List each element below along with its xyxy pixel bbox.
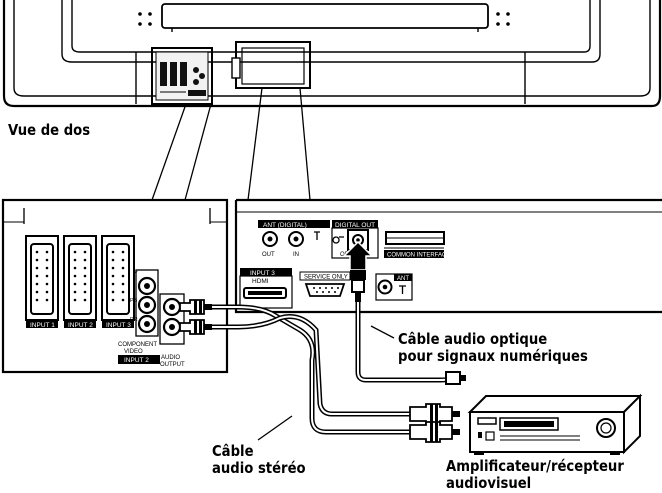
- stereo-cable-leader: [257, 415, 293, 441]
- common-interface-slot: [384, 231, 445, 249]
- optical-cable-caption-line2: pour signaux numériques: [398, 347, 588, 365]
- audio-output-label-line2: OUTPUT: [160, 362, 185, 368]
- optical-plug-arrow: [342, 240, 374, 302]
- component-video-label-line2: VIDEO: [124, 349, 143, 355]
- component-video-label-line1: COMPONENT: [118, 342, 157, 348]
- component-input-label: INPUT 2: [124, 357, 149, 364]
- component-pr-label: PR: [130, 317, 138, 323]
- service-only-label: SERVICE ONLY: [304, 275, 348, 281]
- audio-output-label-line1: AUDIO: [161, 355, 180, 361]
- ant-out-label: OUT: [262, 252, 275, 258]
- stereo-cable-caption-line2: audio stéréo: [212, 459, 306, 477]
- hdmi-port: [239, 275, 293, 309]
- rca-plugs-tv-side: [179, 299, 212, 335]
- ant-digital-label-bar: [258, 220, 330, 228]
- rear-terminal-block-right: [231, 41, 311, 89]
- av-receiver-icon: [467, 393, 643, 455]
- digital-out-label: DIGITAL OUT: [335, 222, 375, 229]
- optical-plug-end: [445, 371, 466, 385]
- scart-input-1-label: INPUT 1: [30, 322, 55, 329]
- rear-view-caption: Vue de dos: [8, 121, 91, 139]
- tv-rear-housing: [2, 0, 662, 108]
- scart-input-2: [63, 235, 97, 328]
- ant-digital-label: ANT (DIGITAL): [263, 222, 307, 229]
- ant-label: ANT: [397, 276, 409, 282]
- scart-input-3-label: INPUT 3: [106, 322, 131, 329]
- stereo-cable-caption-line1: Câble: [212, 442, 254, 460]
- input3-label: INPUT 3: [250, 270, 275, 277]
- hdmi-label: HDMI: [252, 278, 269, 285]
- component-pb-label: PB: [130, 298, 138, 304]
- scart-input-2-label: INPUT 2: [68, 322, 93, 329]
- optical-cable-leader: [370, 325, 395, 339]
- digital-out-label-bar: [332, 220, 378, 228]
- rear-terminal-block-left: [151, 47, 213, 105]
- component-y-label: Y: [134, 271, 138, 277]
- amplifier-caption-line2: audiovisuel: [446, 474, 532, 492]
- input3-label-bar: [240, 268, 292, 276]
- optical-cable-caption-line1: Câble audio optique: [398, 330, 548, 348]
- digital-out-symbol: [332, 236, 344, 244]
- left-panel-enlarged: [1, 198, 229, 374]
- audio-output-jacks: [159, 293, 185, 345]
- amplifier-caption-line1: Amplificateur/récepteur: [446, 457, 624, 475]
- right-panel-enlarged: [234, 198, 662, 314]
- component-video-jacks: [135, 269, 159, 337]
- service-port: [304, 283, 346, 297]
- tv-rear-screws: [138, 12, 510, 26]
- scart-input-3: [101, 235, 135, 328]
- scart-input-1: [25, 235, 59, 328]
- rca-plugs-amp-side: [409, 403, 460, 443]
- ant-analog-jack: [377, 279, 406, 295]
- stereo-cable: [202, 304, 414, 435]
- zoom-callout-lines: [151, 87, 311, 201]
- common-interface-label: COMMON INTERFACE: [387, 253, 450, 259]
- ant-digital-jacks: [262, 231, 320, 247]
- ant-in-label: IN: [293, 252, 299, 258]
